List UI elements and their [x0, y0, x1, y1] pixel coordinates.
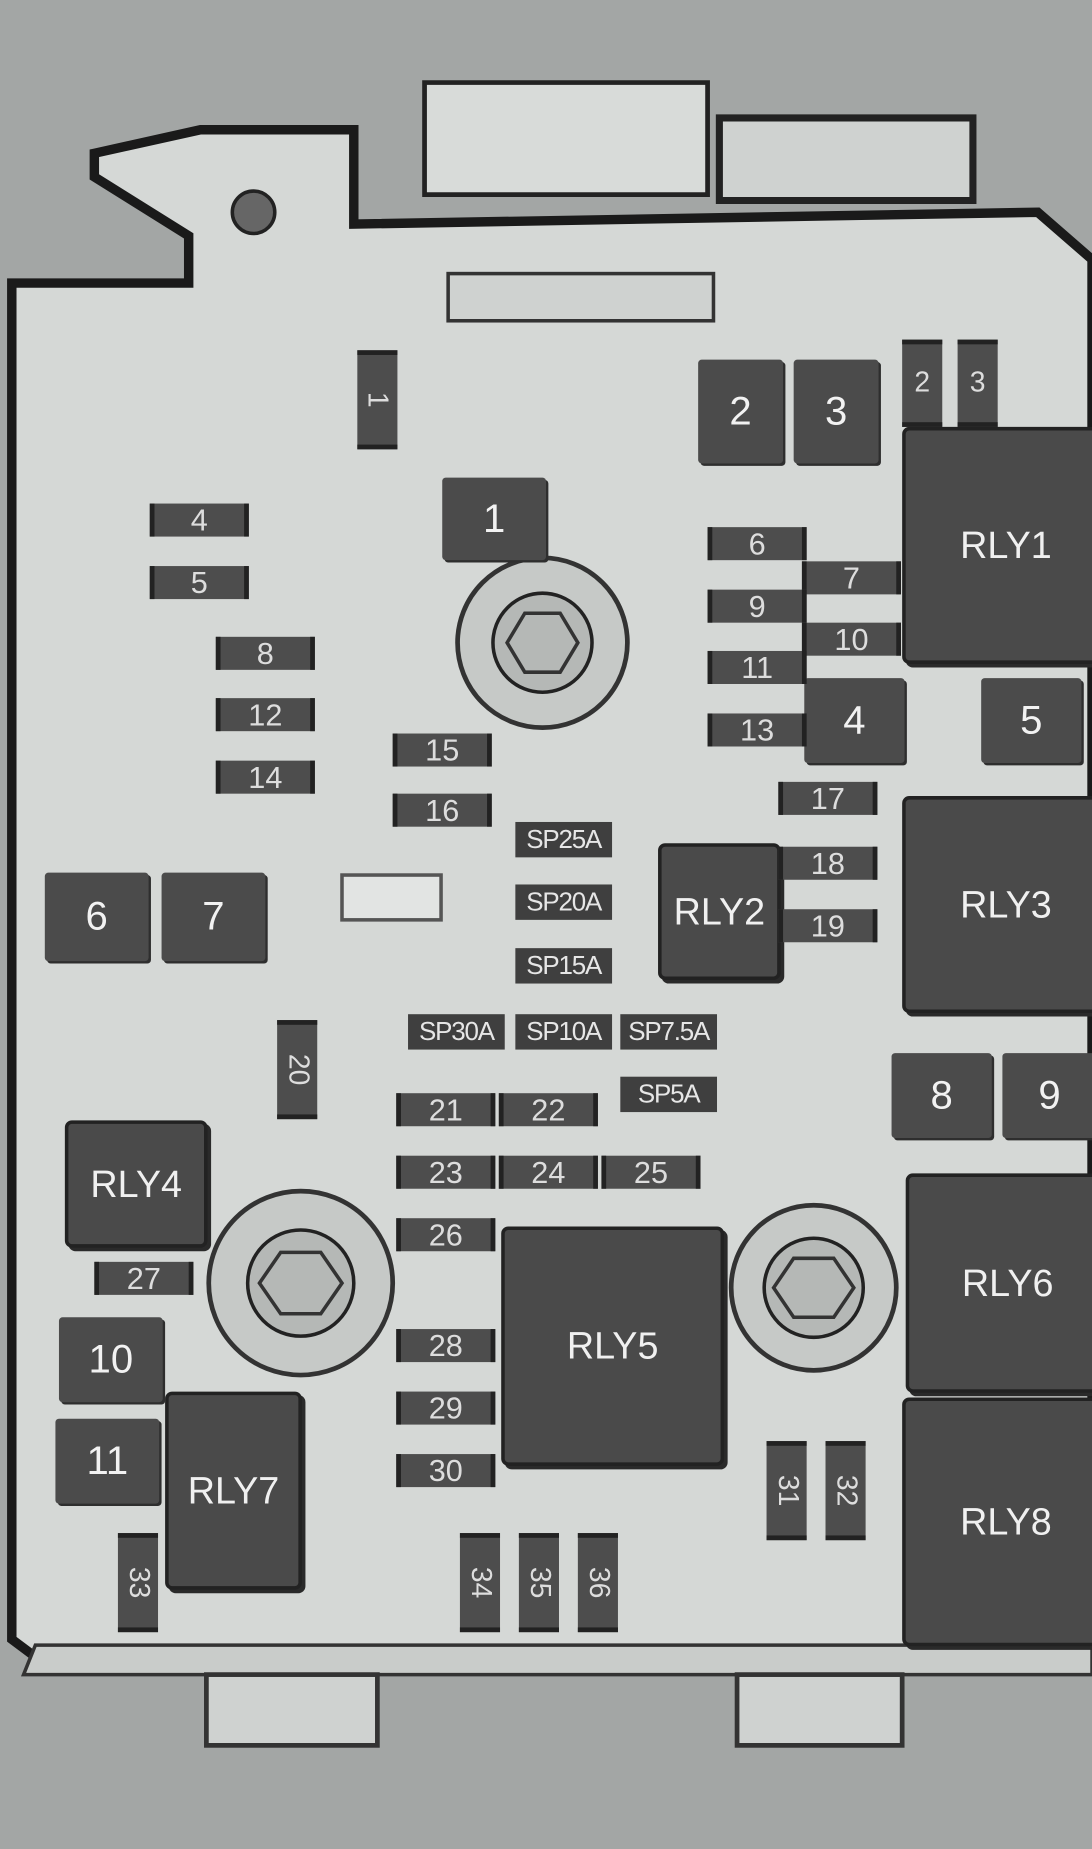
mini-fuse-32: 32 — [825, 1441, 866, 1541]
fuse-label: 36 — [582, 1566, 615, 1599]
fuse-label: 2 — [914, 366, 931, 399]
mini-fuse-19: 19 — [778, 907, 878, 943]
bolt-icon — [762, 1236, 866, 1340]
fuse-label: 33 — [122, 1566, 155, 1599]
relay-7: RLY7 — [165, 1391, 302, 1590]
mini-fuse-16: 16 — [392, 792, 492, 827]
cartridge-fuse-1: 1 — [442, 477, 547, 561]
cartridge-fuse-11: 11 — [55, 1418, 160, 1504]
spare-fuse-5a: SP5A — [620, 1076, 718, 1113]
mini-fuse-14: 14 — [215, 759, 315, 794]
mini-fuse-35: 35 — [518, 1533, 559, 1633]
mini-fuse-24: 24 — [498, 1154, 598, 1189]
mini-fuse-10: 10 — [801, 621, 901, 656]
fuse-label: 35 — [523, 1566, 556, 1599]
fuse-label: 3 — [969, 366, 986, 399]
relay-2: RLY2 — [658, 843, 781, 980]
relay-1: RLY1 — [902, 426, 1092, 664]
mini-fuse-5: 5 — [149, 564, 249, 600]
mini-fuse-13: 13 — [707, 712, 807, 747]
cartridge-fuse-7: 7 — [161, 872, 266, 962]
spare-fuse-15a: SP15A — [515, 948, 613, 984]
mini-fuse-11: 11 — [707, 649, 807, 685]
cartridge-fuse-9: 9 — [1002, 1053, 1092, 1139]
bolt-icon — [491, 591, 594, 695]
mini-fuse-25: 25 — [601, 1154, 701, 1189]
relay-5: RLY5 — [501, 1226, 725, 1466]
relay-4: RLY4 — [64, 1120, 208, 1248]
mini-fuse-1: 1 — [357, 350, 398, 450]
mini-fuse-4: 4 — [149, 502, 249, 537]
mini-fuse-34: 34 — [459, 1533, 501, 1633]
relay-8: RLY8 — [902, 1397, 1092, 1647]
mini-fuse-12: 12 — [215, 696, 315, 732]
mini-fuse-18: 18 — [778, 845, 878, 880]
mini-fuse-2: 2 — [902, 339, 943, 427]
spare-fuse-20a: SP20A — [515, 884, 613, 920]
mini-fuse-9: 9 — [707, 588, 807, 623]
mini-fuse-6: 6 — [707, 525, 807, 561]
mini-fuse-20: 20 — [277, 1020, 318, 1120]
cartridge-fuse-5: 5 — [981, 678, 1082, 764]
mini-fuse-3: 3 — [957, 339, 998, 427]
mini-fuse-7: 7 — [801, 560, 901, 595]
mini-fuse-21: 21 — [396, 1091, 496, 1127]
bolt-icon — [245, 1228, 356, 1338]
mini-fuse-22: 22 — [498, 1091, 598, 1127]
cartridge-fuse-2: 2 — [698, 359, 784, 464]
mini-fuse-28: 28 — [396, 1327, 496, 1363]
mini-fuse-29: 29 — [396, 1390, 496, 1425]
spare-fuse-10a: SP10A — [515, 1014, 613, 1050]
relay-6: RLY6 — [905, 1173, 1092, 1393]
mini-fuse-23: 23 — [396, 1154, 496, 1189]
mini-fuse-15: 15 — [392, 732, 492, 767]
mini-fuse-27: 27 — [94, 1260, 194, 1295]
relay-3: RLY3 — [902, 796, 1092, 1014]
cartridge-fuse-3: 3 — [793, 359, 879, 464]
fuse-label: 32 — [830, 1474, 863, 1507]
spare-fuse-30a: SP30A — [408, 1014, 505, 1050]
mini-fuse-30: 30 — [396, 1452, 496, 1488]
cartridge-fuse-8: 8 — [891, 1053, 992, 1139]
fuse-label: 20 — [281, 1053, 314, 1086]
spare-fuse-7-5a: SP7.5A — [620, 1014, 718, 1050]
mini-fuse-26: 26 — [396, 1216, 496, 1252]
spare-fuse-25a: SP25A — [515, 821, 613, 858]
fuse-label: 1 — [362, 391, 394, 408]
mini-fuse-31: 31 — [766, 1441, 807, 1541]
fuse-label: 31 — [771, 1474, 804, 1507]
mini-fuse-36: 36 — [577, 1533, 618, 1633]
cartridge-fuse-10: 10 — [58, 1317, 163, 1403]
mini-fuse-33: 33 — [117, 1533, 159, 1633]
mini-fuse-17: 17 — [778, 780, 878, 815]
fuse-label: 34 — [464, 1566, 497, 1599]
cartridge-fuse-4: 4 — [804, 678, 905, 764]
cartridge-fuse-6: 6 — [44, 872, 149, 962]
mini-fuse-8: 8 — [215, 635, 315, 670]
